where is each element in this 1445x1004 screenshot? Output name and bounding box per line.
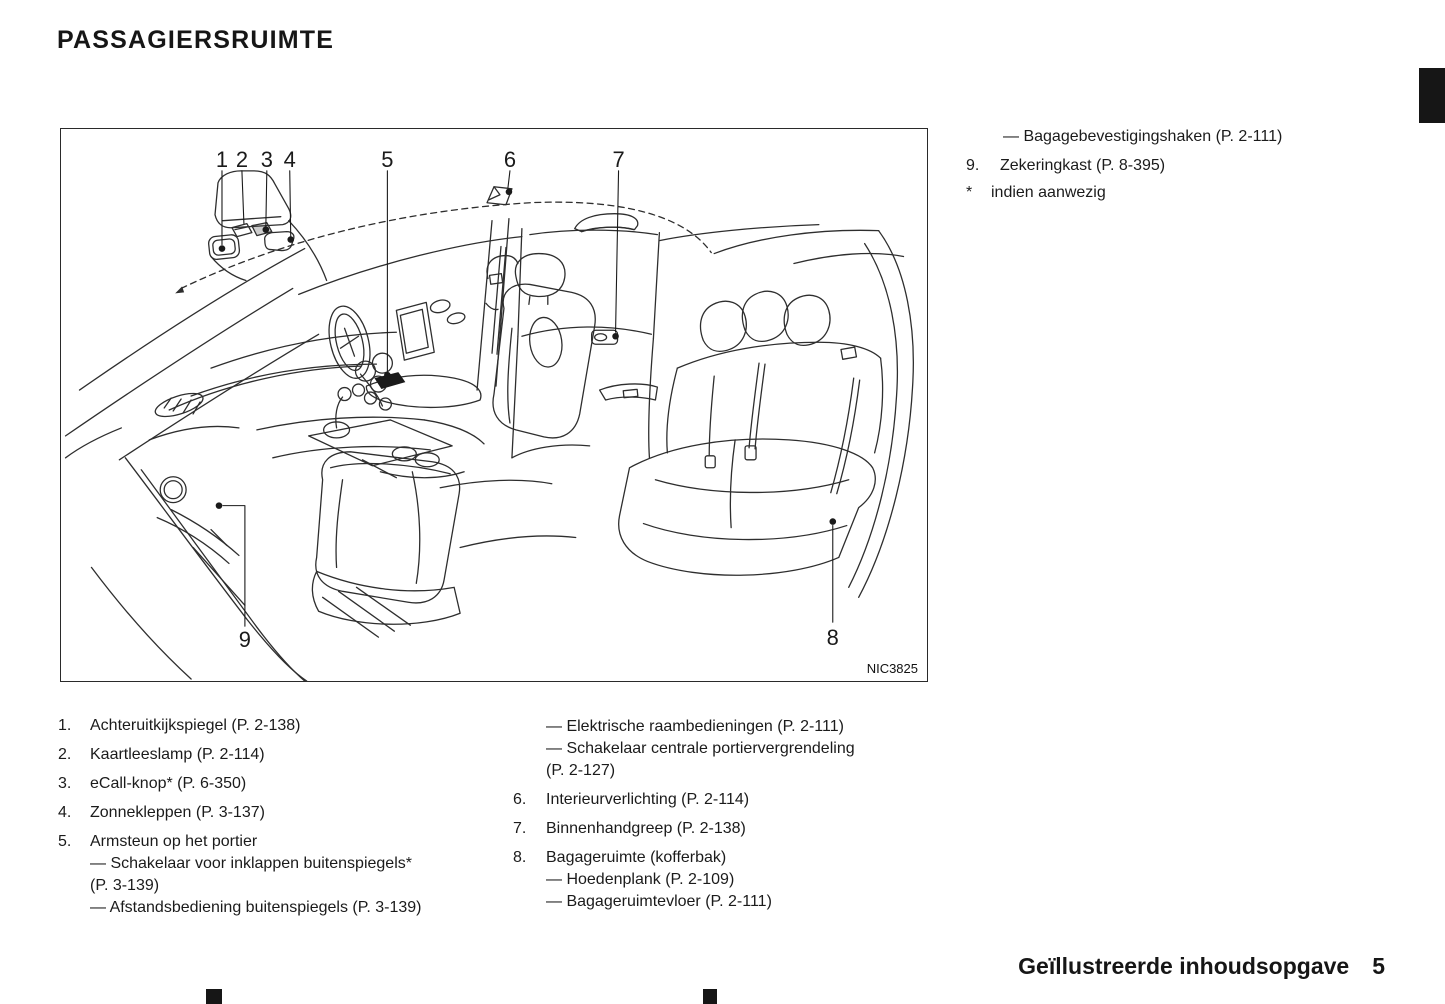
legend-item-number: 8.: [513, 849, 527, 866]
legend-item-text: Achteruitkijkspiegel (P. 2-138): [90, 717, 301, 734]
legend-subitem: — Bagagebevestigingshaken (P. 2-111): [1003, 128, 1283, 145]
callout-2: 2: [236, 147, 248, 172]
legend-item-8: 8. Bagageruimte (kofferbak): [513, 847, 953, 869]
legend-subitem: (P. 2-127): [546, 762, 616, 779]
legend-item-9: 9. Zekeringkast (P. 8-395): [966, 155, 1426, 177]
a-pillar-windshield: [64, 229, 659, 461]
mirror-visor-detail: [208, 170, 328, 282]
steering-wheel: [328, 305, 384, 407]
legend-item-text: Armsteun op het portier: [90, 833, 258, 850]
legend-item-text: Kaartleeslamp (P. 2-114): [90, 746, 265, 763]
legend-item-text: Zonnekleppen (P. 3-137): [90, 804, 265, 821]
section-index-tab: [1419, 68, 1445, 123]
legend-item-text: Interieurverlichting (P. 2-114): [546, 791, 750, 808]
dashboard: [168, 299, 485, 459]
callout-leaders: [221, 170, 834, 627]
figure-code: NIC3825: [866, 661, 918, 676]
callout-8: 8: [827, 625, 839, 650]
registration-mark: [703, 989, 717, 1004]
legend-item-6: 6. Interieurverlichting (P. 2-114): [513, 789, 953, 811]
rear-bench-seat: [618, 290, 884, 576]
legend-item-7: 7. Binnenhandgreep (P. 2-138): [513, 818, 953, 840]
page-title: PASSAGIERSRUIMTE: [57, 26, 335, 54]
legend-item-number: 7.: [513, 820, 527, 837]
legend-item-text: Bagageruimte (kofferbak): [546, 849, 727, 866]
callout-dots: [215, 188, 837, 525]
interior-figure-box: 1 2 3 4 5 6 7 8 9 NIC3825: [60, 128, 928, 682]
legend-column-left: 1. Achteruitkijkspiegel (P. 2-138) 2. Ka…: [58, 715, 528, 919]
legend-column-middle: — Elektrische raambedieningen (P. 2-111)…: [513, 716, 953, 913]
legend-item-2: 2. Kaartleeslamp (P. 2-114): [58, 744, 528, 766]
legend-subitem: — Schakelaar centrale portiervergrendeli…: [546, 740, 855, 757]
footnote-marker: *: [966, 184, 973, 201]
legend-item-text: eCall-knop* (P. 6-350): [90, 775, 247, 792]
c-pillar-trunk: [658, 224, 914, 598]
legend-item-4: 4. Zonnekleppen (P. 3-137): [58, 802, 528, 824]
callout-9: 9: [239, 627, 251, 652]
legend-subitem: — Hoedenplank (P. 2-109): [546, 871, 735, 888]
page-footer: Geïllustreerde inhoudsopgave 5: [1018, 953, 1385, 980]
legend-subitem: — Bagageruimtevloer (P. 2-111): [546, 893, 772, 910]
callout-numbers: 1 2 3 4 5 6 7 8 9: [216, 147, 839, 652]
front-seats: [311, 252, 596, 638]
legend-subitem: — Elektrische raambedieningen (P. 2-111): [546, 718, 844, 735]
legend-subitem: (P. 3-139): [90, 877, 160, 894]
legend-item-number: 3.: [58, 775, 72, 792]
callout-1: 1: [216, 147, 228, 172]
grab-handle: [574, 213, 639, 233]
callout-5: 5: [381, 147, 393, 172]
legend-item-text: Zekeringkast (P. 8-395): [1000, 157, 1166, 174]
legend-item-text: Binnenhandgreep (P. 2-138): [546, 820, 746, 837]
legend-item-5: 5. Armsteun op het portier: [58, 831, 528, 853]
legend-item-number: 6.: [513, 791, 527, 808]
legend-item-3: 3. eCall-knop* (P. 6-350): [58, 773, 528, 795]
interior-lamp-shape: [486, 186, 513, 206]
footer-section-label: Geïllustreerde inhoudsopgave: [1018, 953, 1350, 979]
callout-3: 3: [261, 147, 273, 172]
center-console: [308, 386, 577, 549]
car-interior-illustration: 1 2 3 4 5 6 7 8 9: [64, 147, 914, 681]
callout-6: 6: [504, 147, 516, 172]
legend-column-right: — Bagagebevestigingshaken (P. 2-111) 9. …: [966, 126, 1426, 204]
legend-item-number: 5.: [58, 833, 72, 850]
legend-subitem: — Afstandsbediening buitenspiegels (P. 3…: [90, 899, 422, 916]
footnote-text: indien aanwezig: [991, 184, 1106, 201]
left-door: [90, 392, 308, 681]
door-armrest-switches: [365, 372, 482, 409]
roofline-dashed: [175, 201, 712, 294]
callout-7: 7: [612, 147, 624, 172]
rear-door: [511, 227, 661, 459]
legend-item-number: 4.: [58, 804, 72, 821]
registration-mark: [206, 989, 222, 1004]
footer-page-number: 5: [1372, 953, 1385, 979]
legend-item-number: 9.: [966, 157, 980, 174]
legend-item-number: 2.: [58, 746, 72, 763]
legend-footnote: * indien aanwezig: [966, 182, 1426, 204]
legend-item-1: 1. Achteruitkijkspiegel (P. 2-138): [58, 715, 528, 737]
callout-4: 4: [284, 147, 296, 172]
legend-subitem: — Schakelaar voor inklappen buitenspiege…: [90, 855, 412, 872]
legend-item-number: 1.: [58, 717, 72, 734]
b-pillar-seatbelt: [476, 218, 510, 391]
